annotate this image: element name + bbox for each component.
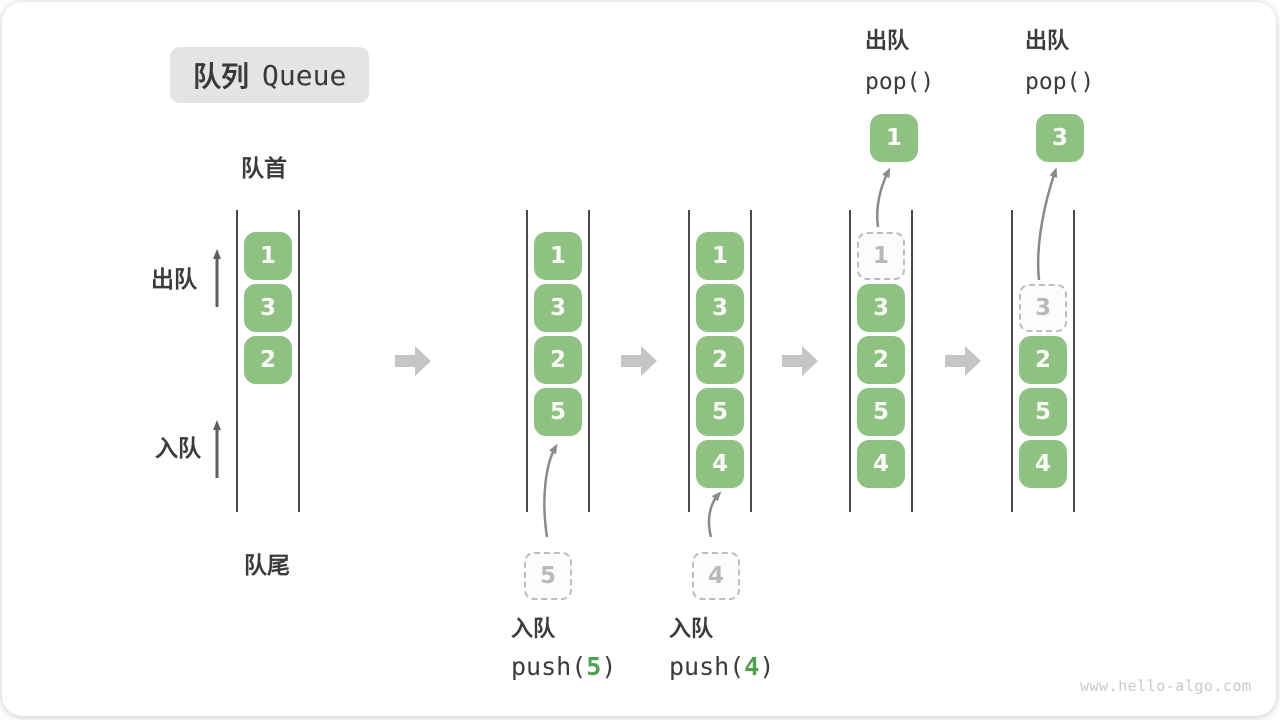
queue-item: 3 — [857, 284, 905, 332]
queue-wall-right — [911, 210, 913, 512]
annotation-push-5: 入队 push(5) — [511, 617, 616, 681]
annotation-action: 出队 — [865, 29, 910, 54]
title-en: Queue — [262, 58, 347, 92]
annotation-code: push(5) — [511, 653, 616, 681]
annotation-pop-1: 出队 pop() — [865, 29, 934, 96]
queue-item: 2 — [696, 336, 744, 384]
code-arg: 5 — [586, 652, 602, 681]
annotation-action: 入队 — [511, 617, 556, 642]
queue-wall-left — [688, 210, 690, 512]
annotation-pop-2: 出队 pop() — [1025, 29, 1094, 96]
queue-wall-right — [750, 210, 752, 512]
popped-item: 1 — [870, 114, 918, 162]
queue-item: 5 — [534, 388, 582, 436]
popped-slot-ghost: 1 — [857, 232, 905, 280]
queue-item: 3 — [696, 284, 744, 332]
code-suffix: ) — [759, 652, 775, 681]
queue-wall-left — [236, 210, 238, 512]
queue-wall-right — [298, 210, 300, 512]
annotation-code: pop() — [1025, 69, 1095, 95]
label-dequeue: 出队 — [151, 267, 197, 293]
annotation-push-4: 入队 push(4) — [669, 617, 774, 681]
queue-item: 5 — [857, 388, 905, 436]
queue-item: 1 — [534, 232, 582, 280]
popped-item: 3 — [1036, 114, 1084, 162]
title-zh: 队列 — [193, 60, 250, 93]
queue-item: 4 — [696, 440, 744, 488]
queue-item: 4 — [1019, 440, 1067, 488]
queue-item: 1 — [696, 232, 744, 280]
queue-item: 2 — [857, 336, 905, 384]
queue-wall-left — [1011, 210, 1013, 512]
queue-item: 3 — [534, 284, 582, 332]
annotation-code: push(4) — [669, 653, 774, 681]
queue-item: 3 — [244, 284, 292, 332]
queue-item: 2 — [534, 336, 582, 384]
code-arg: 4 — [744, 652, 760, 681]
title-badge: 队列 Queue — [170, 47, 370, 103]
label-enqueue: 入队 — [155, 436, 201, 462]
annotation-code: pop() — [865, 69, 935, 95]
queue-wall-left — [849, 210, 851, 512]
code-suffix: ) — [601, 652, 617, 681]
watermark: www.hello-algo.com — [1080, 677, 1252, 695]
incoming-item-ghost: 4 — [692, 552, 740, 600]
incoming-item-ghost: 5 — [524, 552, 572, 600]
queue-wall-right — [588, 210, 590, 512]
queue-item: 2 — [1019, 336, 1067, 384]
label-queue-rear: 队尾 — [244, 553, 290, 579]
label-queue-front: 队首 — [241, 156, 287, 182]
annotation-action: 出队 — [1025, 29, 1070, 54]
annotation-action: 入队 — [669, 617, 714, 642]
queue-wall-left — [526, 210, 528, 512]
queue-item: 4 — [857, 440, 905, 488]
queue-item: 2 — [244, 336, 292, 384]
queue-item: 5 — [1019, 388, 1067, 436]
queue-item: 1 — [244, 232, 292, 280]
popped-slot-ghost: 3 — [1019, 284, 1067, 332]
code-prefix: push( — [669, 652, 745, 681]
code-prefix: push( — [511, 652, 587, 681]
queue-item: 5 — [696, 388, 744, 436]
queue-wall-right — [1073, 210, 1075, 512]
